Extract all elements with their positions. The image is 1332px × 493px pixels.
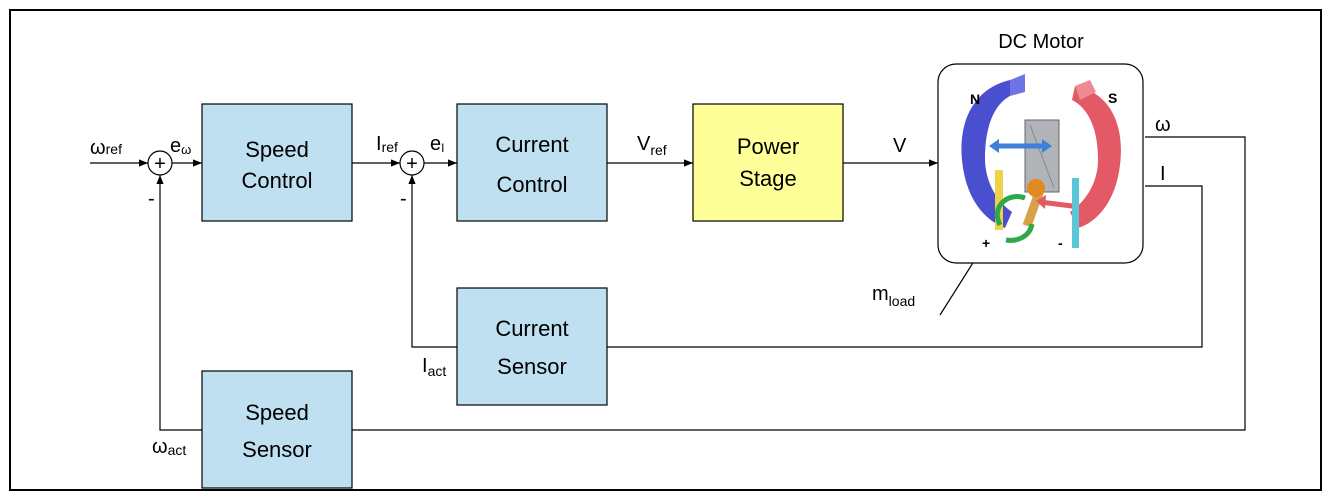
motor-pole-s: S: [1108, 90, 1117, 106]
current-sensor-line2: Sensor: [497, 354, 567, 379]
label-i-ref: Iref: [376, 133, 398, 155]
motor-minus: -: [1058, 235, 1063, 251]
label-v-ref: Vref: [637, 133, 667, 158]
current-sum-plus: +: [406, 153, 418, 175]
current-sum-minus: -: [400, 188, 407, 210]
label-e-omega: eω: [170, 135, 191, 157]
label-omega-ref: ωref: [90, 137, 122, 159]
speed-control-line2: Control: [242, 168, 313, 193]
current-summing-junction: +: [399, 150, 425, 176]
current-sensor-block: Current Sensor: [456, 287, 608, 406]
power-stage-line2: Stage: [739, 166, 797, 191]
speed-control-block: Speed Control: [201, 103, 353, 222]
label-e-i: eI: [430, 133, 444, 155]
label-v: V: [893, 135, 907, 157]
current-control-block: Current Control: [456, 103, 608, 222]
power-stage-block: Power Stage: [692, 103, 844, 222]
label-i-act: Iact: [422, 355, 446, 379]
motor-pole-n: N: [970, 91, 980, 107]
label-omega-act: ωact: [152, 436, 186, 458]
motor-title: DC Motor: [998, 31, 1084, 53]
current-control-line2: Control: [497, 172, 568, 197]
speed-sensor-line2: Sensor: [242, 437, 312, 462]
current-control-line1: Current: [495, 132, 568, 157]
power-stage-line1: Power: [737, 134, 799, 159]
speed-control-line1: Speed: [245, 137, 309, 162]
motor-plus: +: [982, 235, 990, 251]
speed-summing-junction: +: [147, 150, 173, 176]
speed-sensor-line1: Speed: [245, 400, 309, 425]
speed-sum-plus: +: [154, 153, 166, 175]
label-m-load: mload: [872, 283, 915, 309]
label-i: I: [1160, 163, 1166, 185]
current-sensor-line1: Current: [495, 316, 568, 341]
dc-motor-icon: N S + -: [961, 74, 1121, 251]
speed-sum-minus: -: [148, 188, 155, 210]
label-omega: ω: [1155, 114, 1171, 136]
speed-sensor-block: Speed Sensor: [201, 370, 353, 489]
diagram-frame: [9, 9, 1322, 491]
